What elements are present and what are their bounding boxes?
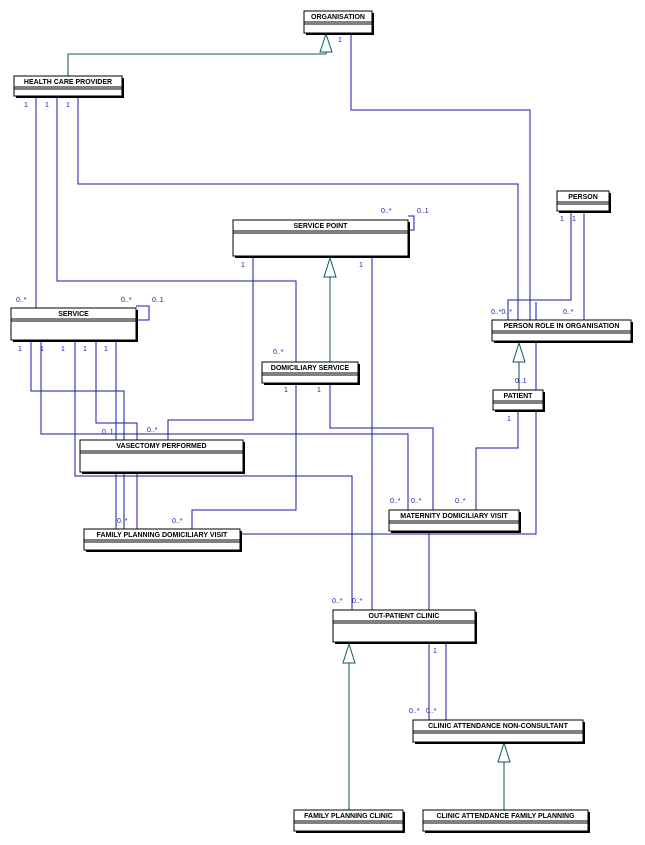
person-class-label: PERSON bbox=[568, 194, 598, 201]
organisation-class-label: ORGANISATION bbox=[311, 14, 365, 21]
mult-maternity-many-c: 0..* bbox=[455, 498, 466, 505]
assoc-domiciliary-maternity bbox=[329, 384, 434, 510]
mult-domiciliary-1b: 1 bbox=[317, 387, 321, 394]
mult-hcp-1a: 1 bbox=[24, 102, 28, 109]
assoc-service-point-self bbox=[408, 215, 415, 231]
mult-service-point-1b: 1 bbox=[359, 262, 363, 269]
vasectomy-performed-class-box bbox=[79, 439, 244, 473]
patient-class: PATIENT bbox=[492, 389, 545, 412]
mult-clinic-attendance-many-a: 0..* bbox=[409, 708, 420, 715]
mult-service-1c: 1 bbox=[61, 346, 65, 353]
mult-fp-visit-many-a: 0..* bbox=[117, 518, 128, 525]
mult-fp-visit-many-b: 0..* bbox=[172, 518, 183, 525]
person-role-in-organisation-class-label: PERSON ROLE IN ORGANISATION bbox=[504, 323, 620, 330]
multiplicity-labels: 1 1 1 1 0..* 0..1 1 1 1 1 0..* 0..* 0..1… bbox=[16, 37, 576, 715]
maternity-domiciliary-visit-class-label: MATERNITY DOMICILIARY VISIT bbox=[400, 513, 508, 520]
assoc-service-self bbox=[136, 305, 150, 321]
health-care-provider-class: HEALTH CARE PROVIDER bbox=[13, 75, 124, 98]
family-planning-clinic-class: FAMILY PLANNING CLINIC bbox=[293, 809, 405, 833]
mult-service-point-many: 0..* bbox=[381, 208, 392, 215]
vasectomy-performed-class: VASECTOMY PERFORMED bbox=[79, 439, 245, 474]
mult-outpatient-many-a: 0..* bbox=[332, 598, 343, 605]
domiciliary-service-class: DOMICILIARY SERVICE bbox=[261, 361, 360, 385]
maternity-domiciliary-visit-class: MATERNITY DOMICILIARY VISIT bbox=[388, 509, 521, 533]
assoc-service-point-vasectomy bbox=[167, 258, 254, 440]
gen-arrow-clinic-attendance bbox=[497, 741, 511, 763]
generalization-lines bbox=[67, 32, 526, 810]
mult-service-self-optional: 0..1 bbox=[152, 297, 164, 304]
mult-domiciliary-1a: 1 bbox=[284, 387, 288, 394]
assoc-patient-maternity bbox=[475, 412, 519, 510]
mult-service-point-optional: 0..1 bbox=[417, 208, 429, 215]
assoc-person-person-role-a bbox=[507, 213, 572, 320]
assoc-service-outpatient-a bbox=[74, 342, 353, 610]
mult-patient-1: 1 bbox=[507, 416, 511, 423]
patient-class-label: PATIENT bbox=[504, 393, 534, 400]
domiciliary-service-class-label: DOMICILIARY SERVICE bbox=[271, 365, 350, 372]
assoc-service-maternity bbox=[40, 342, 409, 510]
clinic-attendance-family-planning-class-label: CLINIC ATTENDANCE FAMILY PLANNING bbox=[436, 813, 575, 820]
patient-class-box bbox=[492, 389, 544, 411]
service-class: SERVICE bbox=[10, 307, 138, 342]
association-lines bbox=[30, 34, 585, 720]
person-class: PERSON bbox=[556, 190, 611, 213]
mult-maternity-many-b: 0..* bbox=[411, 498, 422, 505]
mult-organisation-1: 1 bbox=[338, 37, 342, 44]
mult-service-1d: 1 bbox=[83, 346, 87, 353]
mult-hcp-1c: 1 bbox=[66, 102, 70, 109]
service-class-label: SERVICE bbox=[58, 311, 89, 318]
service-point-class-label: SERVICE POINT bbox=[294, 223, 349, 230]
class-boxes: ORGANISATION HEALTH CARE PROVIDER PERSON SE… bbox=[10, 10, 633, 833]
mult-vasectomy-optional: 0..1 bbox=[102, 429, 114, 436]
assoc-hcp-person-role bbox=[77, 98, 519, 320]
mult-clinic-attendance-many-b: 0..* bbox=[426, 708, 437, 715]
gen-arrow-service-point bbox=[323, 256, 337, 278]
mult-service-1b: 1 bbox=[40, 346, 44, 353]
mult-person-role-many: 0..* bbox=[563, 309, 574, 316]
service-point-class: SERVICE POINT bbox=[232, 219, 410, 258]
mult-vasectomy-many: 0..* bbox=[147, 427, 158, 434]
mult-service-1e: 1 bbox=[104, 346, 108, 353]
person-class-box bbox=[556, 190, 610, 212]
assoc-organisation-person-role bbox=[350, 34, 531, 320]
mult-service-1a: 1 bbox=[18, 346, 22, 353]
family-planning-clinic-class-label: FAMILY PLANNING CLINIC bbox=[304, 813, 393, 820]
mult-domiciliary-many: 0..* bbox=[273, 349, 284, 356]
health-care-provider-class-label: HEALTH CARE PROVIDER bbox=[24, 79, 112, 86]
mult-person-role-double: 0..*0..* bbox=[491, 309, 512, 316]
assoc-domiciliary-fp-visit bbox=[191, 384, 297, 529]
gen-arrow-outpatient bbox=[342, 642, 356, 664]
mult-hcp-1b: 1 bbox=[45, 102, 49, 109]
out-patient-clinic-class-box bbox=[332, 609, 476, 643]
mult-service-many: 0..* bbox=[16, 297, 27, 304]
assoc-hcp-domiciliary bbox=[56, 98, 297, 362]
mult-outpatient-many-b: 0..* bbox=[352, 598, 363, 605]
gen-arrow-organisation bbox=[319, 32, 333, 53]
mult-person-1b: 1 bbox=[572, 216, 576, 223]
assoc-person-role-fp-visit bbox=[240, 302, 537, 535]
gen-hcp-organisation bbox=[67, 52, 327, 76]
clinic-attendance-family-planning-class: CLINIC ATTENDANCE FAMILY PLANNING bbox=[422, 809, 590, 833]
mult-service-point-1a: 1 bbox=[241, 262, 245, 269]
out-patient-clinic-class-label: OUT-PATIENT CLINIC bbox=[369, 613, 440, 620]
mult-patient-optional: 0..1 bbox=[515, 378, 527, 385]
family-planning-domiciliary-visit-class: FAMILY PLANNING DOMICILIARY VISIT bbox=[83, 528, 242, 552]
mult-outpatient-1: 1 bbox=[433, 648, 437, 655]
clinic-attendance-non-consultant-class-label: CLINIC ATTENDANCE NON-CONSULTANT bbox=[428, 723, 568, 730]
family-planning-domiciliary-visit-class-label: FAMILY PLANNING DOMICILIARY VISIT bbox=[97, 532, 228, 539]
mult-maternity-many-a: 0..* bbox=[390, 498, 401, 505]
health-care-provider-class-box bbox=[13, 75, 123, 97]
person-role-in-organisation-class: PERSON ROLE IN ORGANISATION bbox=[491, 319, 633, 343]
mult-service-self-many: 0..* bbox=[121, 297, 132, 304]
organisation-class: ORGANISATION bbox=[303, 10, 374, 35]
out-patient-clinic-class: OUT-PATIENT CLINIC bbox=[332, 609, 477, 644]
gen-arrow-person-role bbox=[512, 341, 526, 363]
service-class-box bbox=[10, 307, 137, 341]
mult-person-1a: 1 bbox=[560, 216, 564, 223]
clinic-attendance-non-consultant-class: CLINIC ATTENDANCE NON-CONSULTANT bbox=[412, 719, 585, 744]
service-point-class-box bbox=[232, 219, 409, 257]
vasectomy-performed-class-label: VASECTOMY PERFORMED bbox=[116, 443, 206, 450]
